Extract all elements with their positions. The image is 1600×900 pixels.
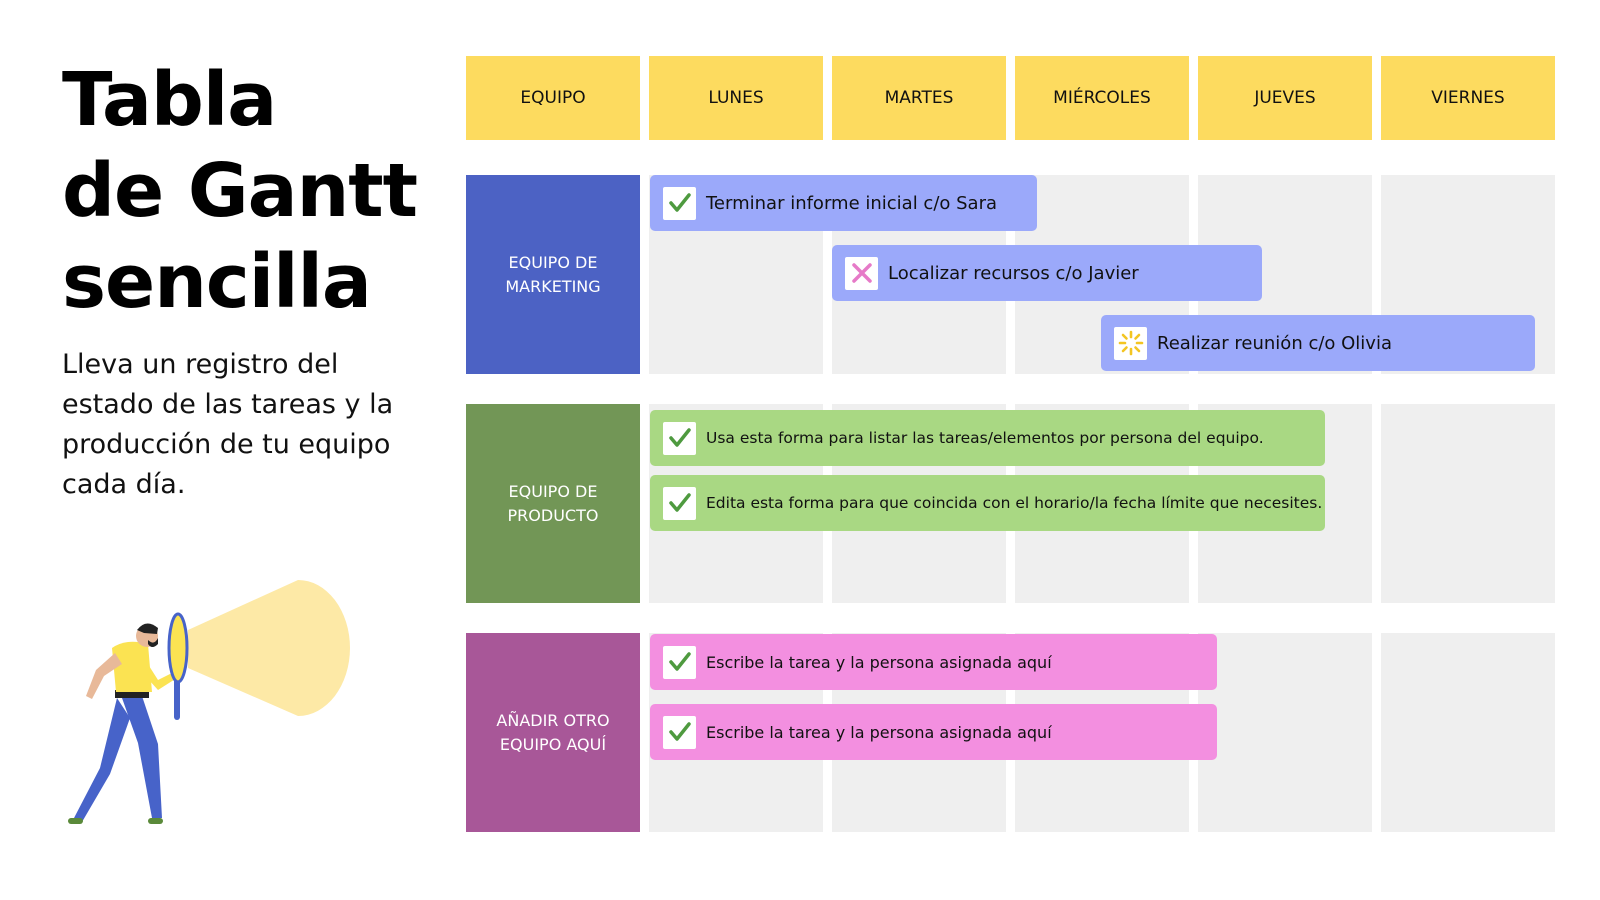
check-icon [663,715,696,749]
team-marketing: EQUIPO DE MARKETING [466,175,640,374]
team-label: AÑADIR OTRO [496,710,610,730]
light-beam [188,580,350,716]
header-jueves: JUEVES [1198,56,1372,140]
title-line: Tabla [62,57,277,143]
task-label: Localizar recursos c/o Javier [888,262,1139,284]
title-line: de Gantt [62,148,418,234]
task-label: Realizar reunión c/o Olivia [1157,332,1392,354]
loading-icon [1114,326,1147,360]
page-title: Tabla de Gantt sencilla [62,55,418,328]
person-flashlight-illustration [68,580,350,824]
task-bar[interactable]: Realizar reunión c/o Olivia [1101,315,1535,371]
check-icon [663,421,696,455]
task-bar[interactable]: Terminar informe inicial c/o Sara [650,175,1037,231]
header-martes: MARTES [832,56,1006,140]
task-label: Escribe la tarea y la persona asignada a… [706,652,1052,672]
check-icon [663,486,696,520]
check-icon [663,645,696,679]
day-cell [1381,404,1555,603]
team-add-other: AÑADIR OTRO EQUIPO AQUÍ [466,633,640,832]
task-label: Terminar informe inicial c/o Sara [706,192,998,214]
day-cell [1381,633,1555,832]
header-viernes: VIERNES [1381,56,1555,140]
check-icon [663,186,696,220]
team-label: MARKETING [505,276,601,296]
task-bar[interactable]: Localizar recursos c/o Javier [832,245,1262,301]
team-label: EQUIPO AQUÍ [499,734,607,754]
task-bar[interactable]: Escribe la tarea y la persona asignada a… [650,704,1217,760]
task-label: Edita esta forma para que coincida con e… [706,494,1323,512]
team-label: EQUIPO DE [508,252,598,272]
title-line: sencilla [62,239,372,325]
task-label: Escribe la tarea y la persona asignada a… [706,722,1052,742]
team-label: EQUIPO DE [508,481,598,501]
task-label: Usa esta forma para listar las tareas/el… [706,429,1264,447]
task-bar[interactable]: Escribe la tarea y la persona asignada a… [650,634,1217,690]
task-bar[interactable]: Usa esta forma para listar las tareas/el… [650,410,1325,466]
header-lunes: LUNES [649,56,823,140]
team-product: EQUIPO DE PRODUCTO [466,404,640,603]
cross-icon [845,256,878,290]
task-bar[interactable]: Edita esta forma para que coincida con e… [650,475,1325,531]
header-miercoles: MIÉRCOLES [1015,56,1189,140]
team-label: PRODUCTO [507,505,599,525]
day-cell [1198,633,1372,832]
header-equipo: EQUIPO [466,56,640,140]
page-subtitle: Lleva un registro del estado de las tare… [62,349,394,500]
